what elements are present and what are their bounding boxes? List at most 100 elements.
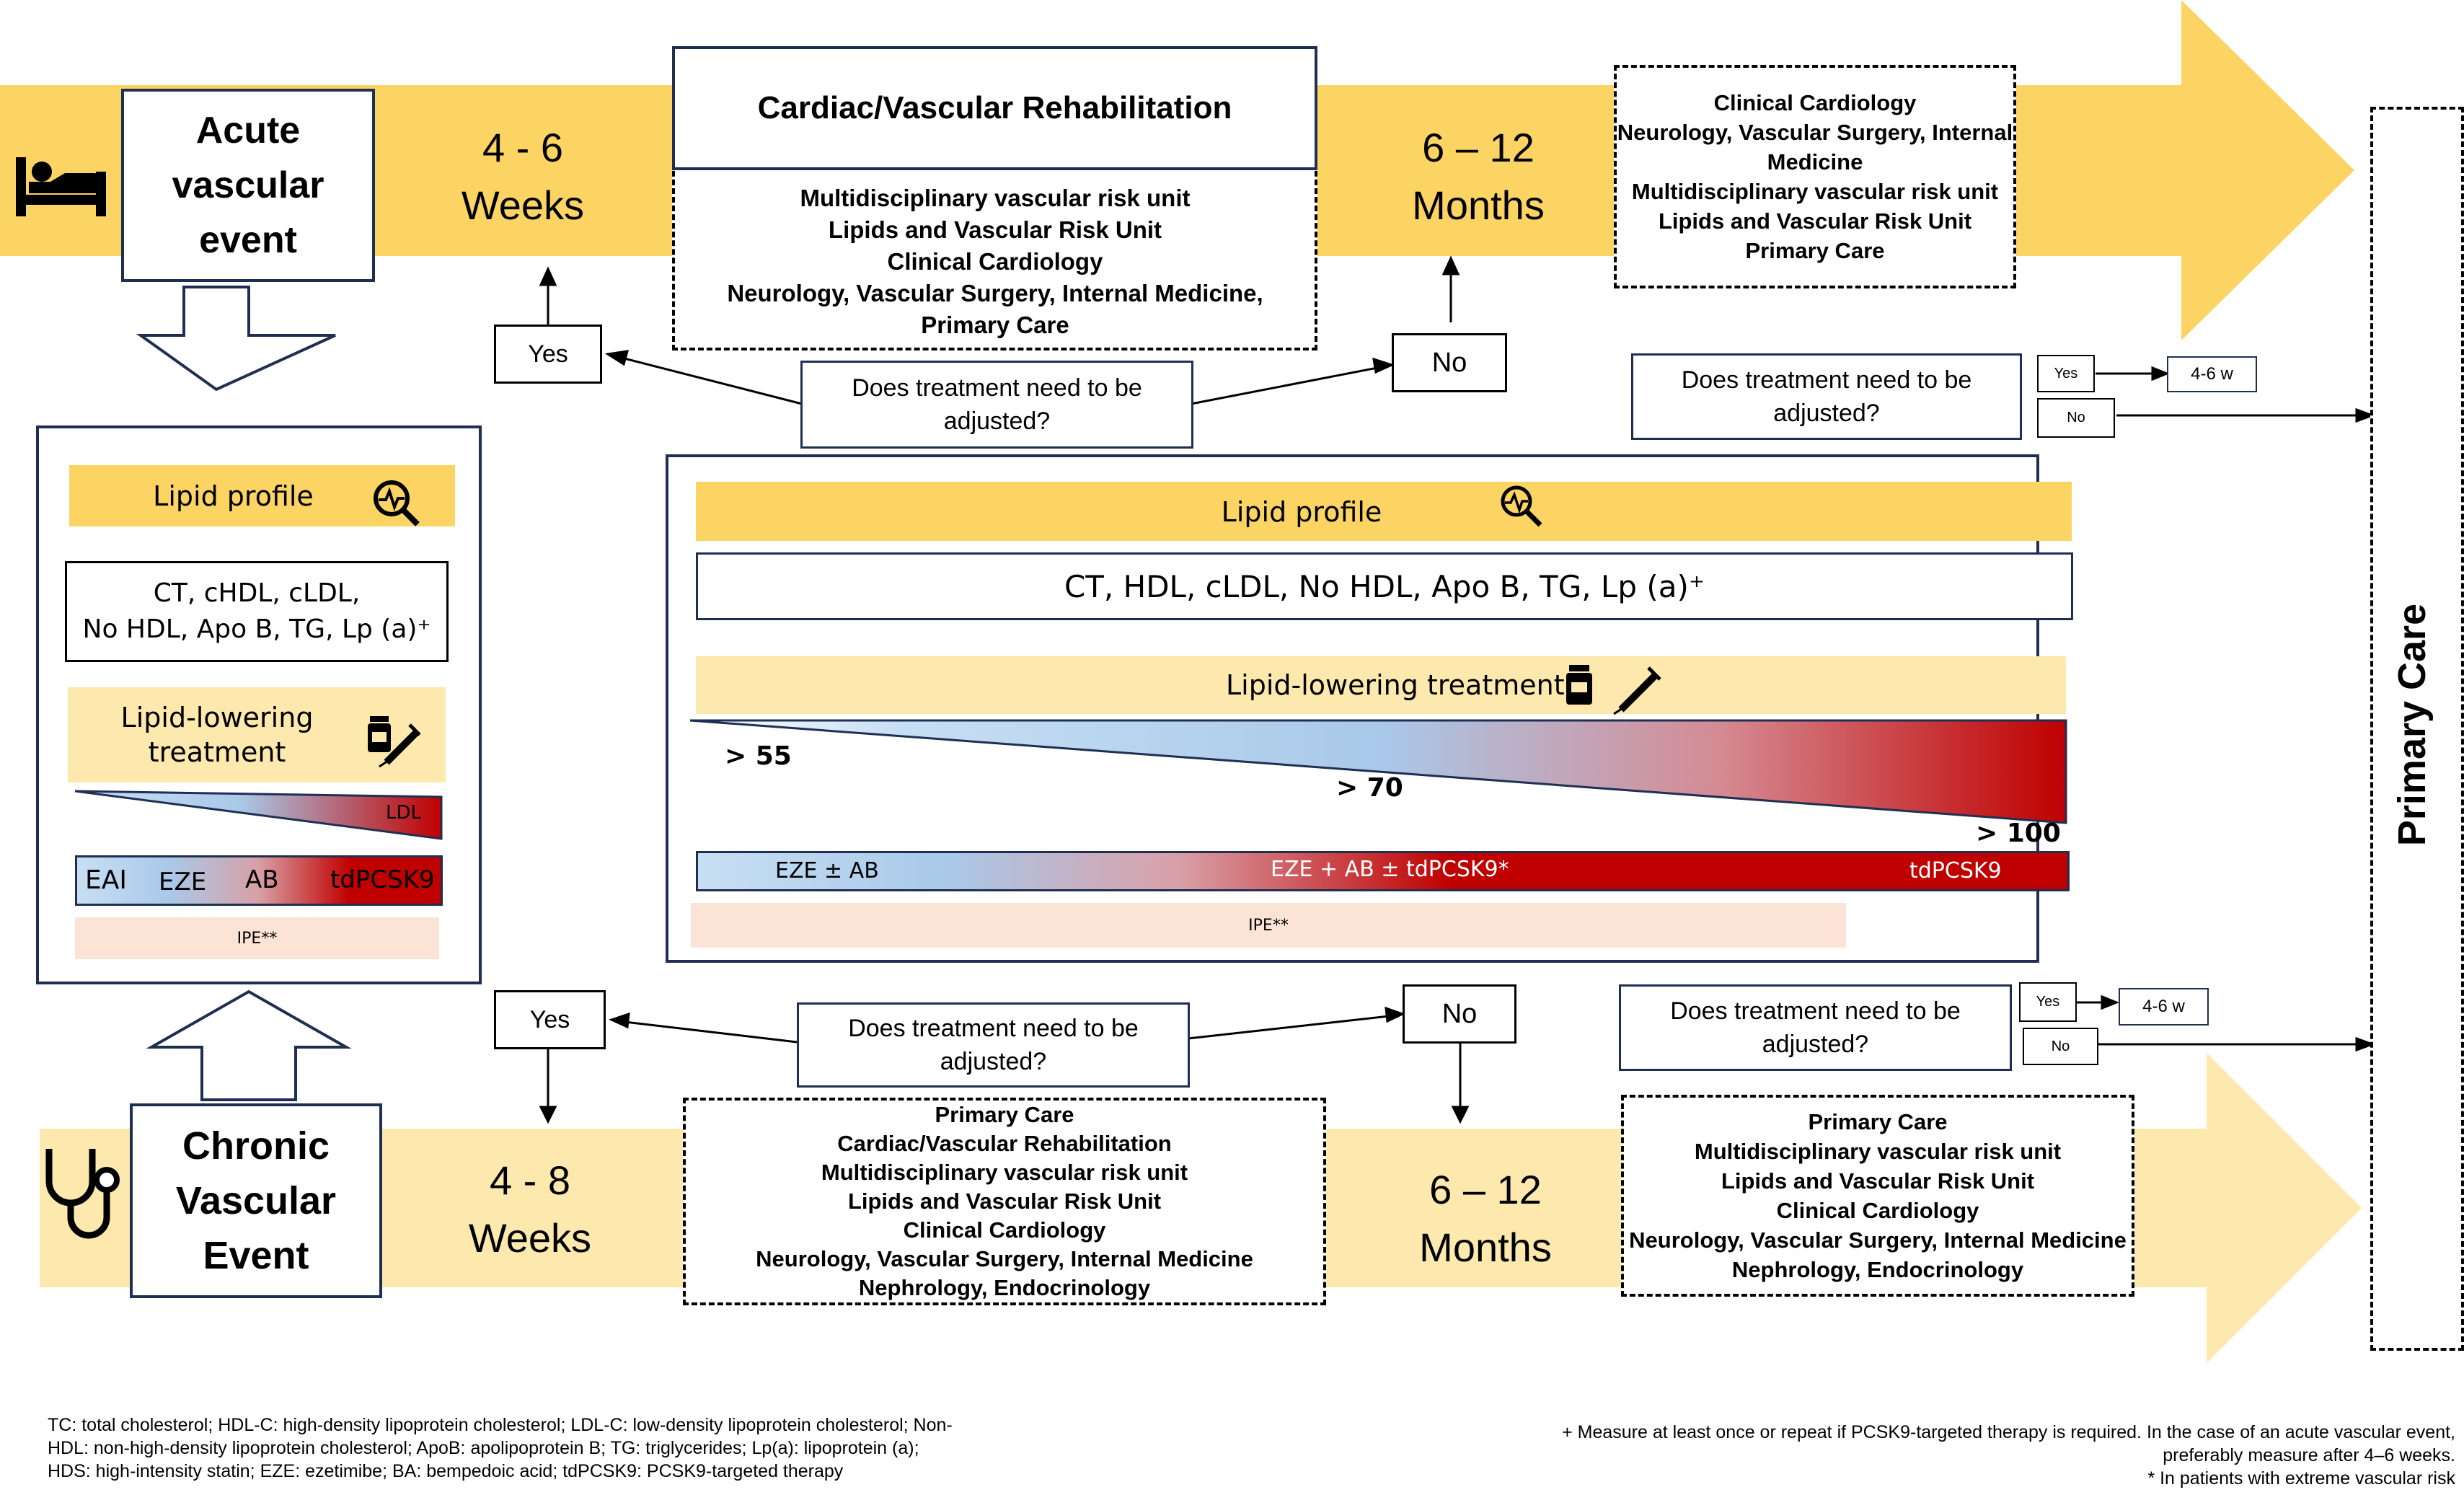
interval-label: 4-6 w	[2142, 997, 2185, 1016]
acute-time-2-unit: Months	[1412, 182, 1545, 228]
chronic-yes2-box: Yes	[2019, 982, 2077, 1022]
list-item: Neurology, Vascular Surgery, Internal Me…	[1617, 120, 2013, 175]
left-params-box: CT, cHDL, cLDL, No HDL, Apo B, TG, Lp (a…	[65, 561, 449, 662]
list-item: Nephrology, Endocrinology	[858, 1275, 1151, 1300]
list-item: Multidisciplinary vascular risk unit	[821, 1160, 1188, 1185]
no-label: No	[2051, 1038, 2070, 1054]
acute-no-box: No	[1392, 333, 1507, 392]
ipe-label: IPE**	[1248, 916, 1289, 935]
chronic-care-box: Primary Care Cardiac/Vascular Rehabilita…	[683, 1098, 1326, 1305]
acute-interval-box: 4-6 w	[2167, 356, 2257, 392]
ldl-label: LDL	[386, 802, 421, 824]
list-item: Neurology, Vascular Surgery, Internal Me…	[727, 280, 1263, 307]
yes-label: Yes	[529, 1005, 570, 1033]
threshold-100: > 100	[1976, 819, 2061, 848]
params-line: No HDL, Apo B, TG, Lp (a)⁺	[82, 614, 431, 644]
yes-label: Yes	[528, 340, 568, 368]
chronic-yes-box: Yes	[494, 990, 606, 1049]
bar-label-ab: AB	[245, 865, 279, 894]
chronic-followup-box: Primary Care Multidisciplinary vascular …	[1621, 1095, 2134, 1297]
chronic-time-1: 4 - 8 Weeks	[440, 1148, 620, 1271]
footnote-line: TC: total cholesterol; HDL-C: high-densi…	[48, 1415, 953, 1435]
list-item: Multidisciplinary vascular risk unit	[800, 185, 1191, 211]
ipe-label: IPE**	[237, 929, 278, 948]
list-item: Cardiac/Vascular Rehabilitation	[837, 1131, 1172, 1156]
acute-event-box: Acute vascular event	[121, 89, 375, 282]
acute-no2-box: No	[2037, 398, 2115, 438]
chronic-no2-box: No	[2023, 1028, 2098, 1065]
list-item: Nephrology, Endocrinology	[1731, 1257, 2024, 1282]
acute-time-1-unit: Weeks	[461, 182, 585, 228]
treatment-label: Lipid-lowering treatment	[1226, 669, 1565, 701]
chronic-event-box: Chronic Vascular Event	[130, 1103, 382, 1298]
question-text: Does treatment need to be adjusted?	[848, 1015, 1139, 1075]
rehab-title: Cardiac/Vascular Rehabilitation	[757, 90, 1232, 125]
acute-time-2-value: 6 – 12	[1422, 125, 1535, 170]
center-params-box: CT, HDL, cLDL, No HDL, Apo B, TG, Lp (a)…	[696, 552, 2073, 620]
list-item: Lipids and Vascular Risk Unit	[1721, 1168, 2035, 1194]
list-item: Primary Care	[1745, 238, 1885, 263]
bar-label-tdpcsk9: tdPCSK9	[1909, 858, 2002, 883]
yes-label: Yes	[2036, 994, 2060, 1010]
treatment-line: Lipid-lowering	[120, 702, 314, 733]
primary-care-text: Primary Care	[2390, 603, 2434, 847]
acute-time-1-value: 4 - 6	[482, 125, 564, 170]
bar-label-eze-ab: EZE ± AB	[775, 858, 879, 883]
up-arrow	[146, 989, 352, 1101]
list-item: Lipids and Vascular Risk Unit	[847, 1188, 1162, 1214]
footnote-line: + Measure at least once or repeat if PCS…	[1562, 1422, 2455, 1442]
list-item: Lipids and Vascular Risk Unit	[828, 216, 1162, 243]
threshold-55: > 55	[725, 741, 792, 771]
footnote-line: HDL: non-high-density lipoprotein choles…	[48, 1438, 919, 1458]
params-text: CT, HDL, cLDL, No HDL, Apo B, TG, Lp (a)…	[1064, 568, 1705, 604]
chronic-time-2-value: 6 – 12	[1429, 1167, 1542, 1212]
acute-question2-box: Does treatment need to be adjusted?	[1631, 353, 2022, 440]
acute-yes2-box: Yes	[2037, 355, 2095, 392]
list-item: Clinical Cardiology	[1776, 1198, 1979, 1223]
footnote-notes: + Measure at least once or repeat if PCS…	[1370, 1421, 2455, 1490]
list-item: Clinical Cardiology	[903, 1217, 1106, 1243]
list-item: Primary Care	[935, 1102, 1074, 1127]
bar-label-tdpcsk9: tdPCSK9	[330, 865, 435, 894]
chronic-question2-box: Does treatment need to be adjusted?	[1619, 984, 2012, 1071]
primary-care-label: Primary Care	[2376, 508, 2448, 941]
list-item: Primary Care	[921, 312, 1069, 338]
chronic-time-1-unit: Weeks	[468, 1215, 592, 1261]
question-text: Does treatment need to be adjusted?	[1670, 997, 1961, 1058]
list-item: Neurology, Vascular Surgery, Internal Me…	[756, 1246, 1253, 1271]
list-item: Clinical Cardiology	[887, 248, 1103, 275]
pill-syringe-icon	[1566, 665, 1661, 715]
footnote-line: preferably measure after 4–6 weeks.	[2163, 1445, 2455, 1465]
center-lipid-profile-header	[696, 482, 2072, 541]
interval-label: 4-6 w	[2191, 364, 2233, 384]
chronic-question-box: Does treatment need to be adjusted?	[797, 1002, 1190, 1088]
chronic-time-1-value: 4 - 8	[489, 1157, 571, 1203]
down-arrow	[136, 286, 336, 392]
no-label: No	[1431, 347, 1467, 378]
footnote-line: * In patients with extreme vascular risk	[2147, 1468, 2455, 1489]
lipid-profile-label: Lipid profile	[1221, 496, 1382, 528]
acute-event-label: Acute vascular event	[172, 110, 324, 261]
list-item: Multidisciplinary vascular risk unit	[1631, 179, 1999, 204]
list-item: Primary Care	[1808, 1109, 1948, 1134]
acute-followup-box: Clinical Cardiology Neurology, Vascular …	[1614, 65, 2016, 288]
hospital-bed-icon	[16, 157, 106, 216]
treatment-line: treatment	[148, 736, 286, 768]
magnifier-heartbeat-icon	[374, 480, 420, 526]
center-treatment-bar	[696, 851, 2070, 891]
rehab-list: Multidisciplinary vascular risk unit Lip…	[678, 179, 1312, 345]
magnifier-heartbeat-icon	[1501, 485, 1542, 527]
chronic-time-2-unit: Months	[1419, 1225, 1552, 1270]
acute-yes-box: Yes	[494, 325, 602, 384]
list-item: Clinical Cardiology	[1713, 90, 1917, 115]
question-text: Does treatment need to be adjusted?	[1681, 366, 1972, 427]
no-label: No	[1441, 998, 1478, 1029]
left-treatment-bar	[75, 855, 443, 906]
center-lipid-profile-title: Lipid profile	[1154, 490, 1500, 534]
left-ipe-bar: IPE**	[75, 917, 439, 959]
no-label: No	[2067, 410, 2085, 425]
footnote-abbreviations: TC: total cholesterol; HDL-C: high-densi…	[48, 1414, 1129, 1483]
threshold-70: > 70	[1336, 773, 1403, 803]
rehab-title-box: Cardiac/Vascular Rehabilitation	[672, 46, 1317, 170]
center-ipe-bar: IPE**	[691, 903, 1846, 948]
